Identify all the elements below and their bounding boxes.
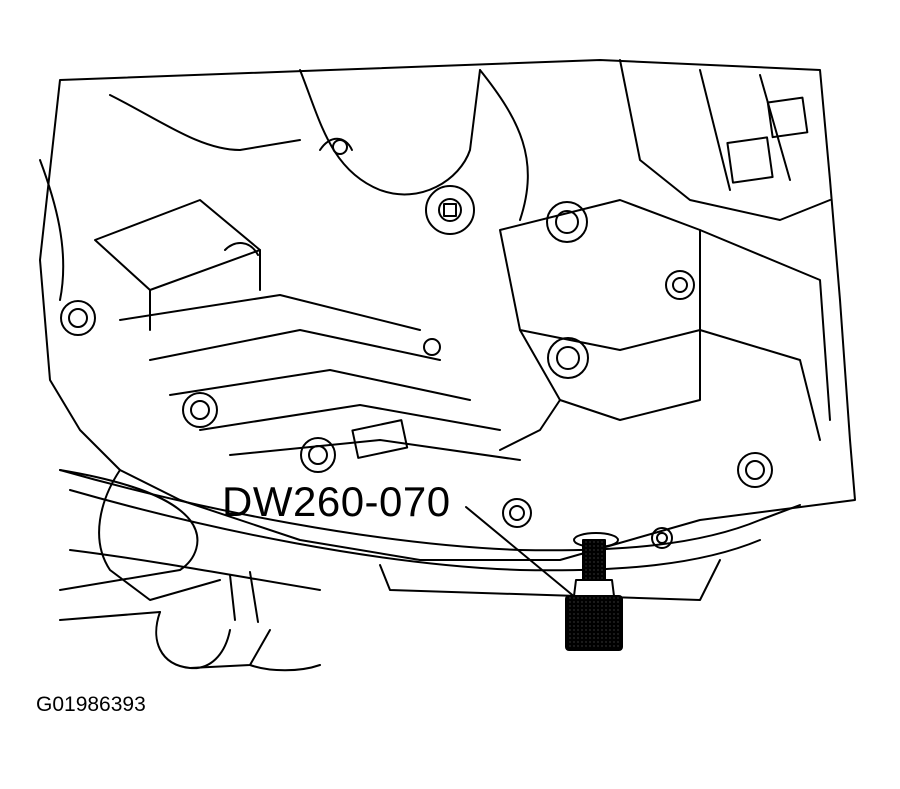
bolt bbox=[737, 452, 773, 488]
special-tool bbox=[565, 532, 623, 651]
bolt bbox=[502, 498, 532, 528]
figure-id: G01986393 bbox=[36, 693, 146, 716]
case-ribs bbox=[119, 199, 831, 461]
lower-hose bbox=[59, 469, 321, 672]
oil-pan bbox=[59, 469, 801, 601]
callout-leader bbox=[465, 506, 577, 599]
bolt bbox=[651, 527, 673, 549]
tool-callout-label: DW260-070 bbox=[222, 478, 451, 525]
plug bbox=[425, 185, 475, 235]
transaxle-case bbox=[39, 59, 856, 561]
bolt bbox=[665, 270, 695, 300]
bolt bbox=[300, 437, 336, 473]
bolt bbox=[182, 392, 218, 428]
bolt bbox=[547, 337, 589, 379]
bolt bbox=[546, 201, 588, 243]
pan-bolts bbox=[60, 185, 773, 549]
bolt bbox=[60, 300, 96, 336]
